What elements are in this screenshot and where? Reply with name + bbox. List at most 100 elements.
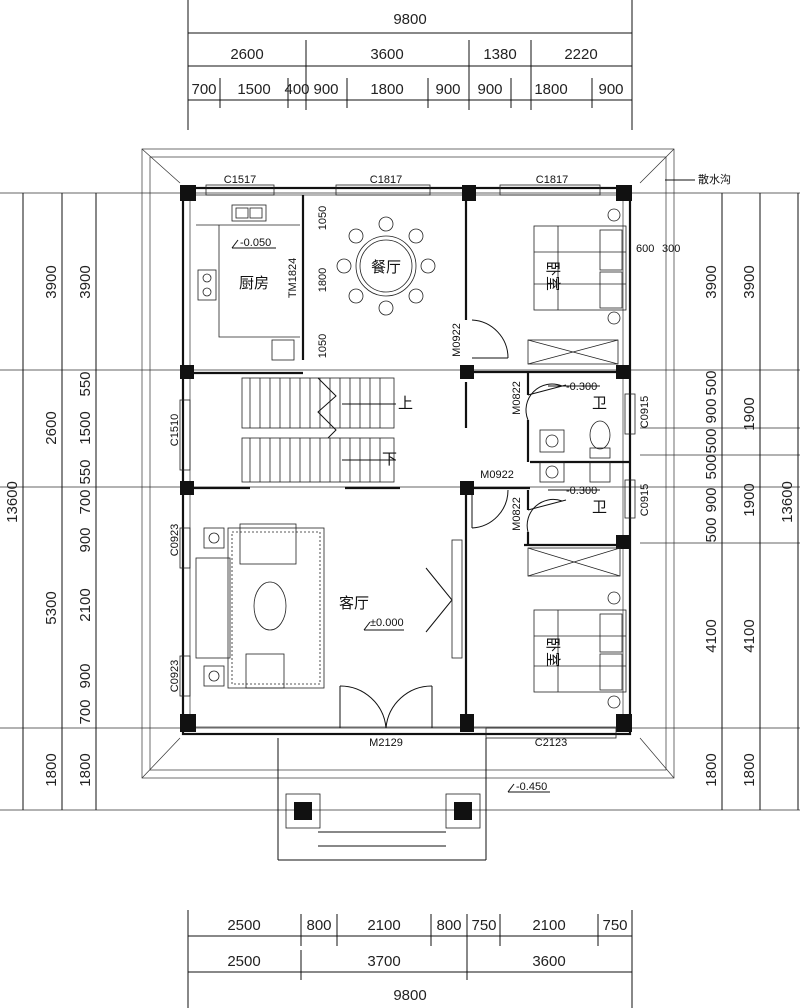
- dim-right-inner: 4100: [703, 619, 720, 652]
- label-m0822: M0822: [511, 497, 523, 531]
- label-m2129: M2129: [369, 737, 403, 749]
- label-m0822: M0822: [511, 381, 523, 415]
- dim-right-outer: 1900: [741, 483, 758, 516]
- drain-label: 散水沟: [698, 172, 731, 186]
- dim-right-outer: 3900: [741, 265, 758, 298]
- room-dining: 餐厅: [371, 258, 401, 276]
- bedroom-top: 卧室: [527, 208, 627, 365]
- label-c0923: C0923: [169, 660, 181, 692]
- dim-right-outer: 1800: [741, 753, 758, 786]
- level-living: ±0.000: [370, 617, 404, 629]
- dim-right-inner: 500: [703, 454, 720, 479]
- dim-left-inner: 900: [77, 663, 94, 688]
- dim-left-inner: 550: [77, 371, 94, 396]
- drain-outline: 散水沟: [141, 148, 731, 779]
- stair-down-label: 下: [382, 450, 397, 468]
- label-c0915: C0915: [639, 396, 651, 428]
- bathroom-1: -0.300 卫: [539, 381, 611, 459]
- level-outdoor: -0.450: [516, 781, 547, 793]
- label-c2123: C2123: [535, 737, 567, 749]
- dim-top-1: 2600: [230, 46, 263, 63]
- dim-left-outer: 1800: [43, 753, 60, 786]
- dim-right-total: 13600: [779, 481, 796, 523]
- dim-right-inner: 900: [703, 398, 720, 423]
- left-dimensions: 13600 3900 2600 5300 1800 3900 550 1500 …: [4, 193, 97, 810]
- room-bath2: 卫: [592, 498, 607, 516]
- dim-bottom-1: 800: [306, 917, 331, 934]
- dim-right-misc: 600: [636, 243, 654, 255]
- label-c0923: C0923: [169, 524, 181, 556]
- room-kitchen: 厨房: [239, 274, 269, 292]
- dim-left-inner: 1800: [77, 753, 94, 786]
- dim-left-inner: 2100: [77, 588, 94, 621]
- dim-top-total: 9800: [393, 11, 426, 28]
- doors: [339, 319, 567, 729]
- dim-left-total: 13600: [4, 481, 21, 523]
- dim-bottom-2: 3700: [367, 953, 400, 970]
- dim-bottom-1: 2100: [367, 917, 400, 934]
- dim-left-outer: 3900: [43, 265, 60, 298]
- label-1050: 1050: [317, 206, 329, 230]
- interior-walls: [190, 195, 630, 730]
- dim-bottom-1: 800: [436, 917, 461, 934]
- dim-left-inner: 700: [77, 489, 94, 514]
- dim-top-2: 900: [598, 81, 623, 98]
- bottom-dimensions: 2500 800 2100 800 750 2100 750 2500 3700…: [187, 910, 633, 1008]
- dim-top-2: 900: [313, 81, 338, 98]
- label-c1517: C1517: [224, 174, 256, 186]
- dining: 餐厅: [336, 216, 436, 316]
- dim-top-2: 900: [477, 81, 502, 98]
- stairs: 上 下: [241, 377, 413, 483]
- dim-bottom-1: 750: [602, 917, 627, 934]
- dim-top-2: 900: [435, 81, 460, 98]
- label-c1817: C1817: [536, 174, 568, 186]
- dim-left-inner: 700: [77, 699, 94, 724]
- dim-left-inner: 550: [77, 459, 94, 484]
- bedroom-bottom: 卧室: [527, 547, 627, 709]
- dim-bottom-2: 2500: [227, 953, 260, 970]
- top-dimensions: 9800 2600 3600 1380 2220 700 1500 400 90…: [187, 0, 633, 130]
- dim-right-inner: 3900: [703, 265, 720, 298]
- bathroom-2: -0.300 卫: [539, 461, 611, 516]
- kitchen: -0.050 厨房: [196, 204, 300, 361]
- dim-right-misc: 300: [662, 243, 680, 255]
- dim-left-inner: 3900: [77, 265, 94, 298]
- room-bedroom-bottom: 卧室: [544, 637, 562, 667]
- label-m0922: M0922: [451, 323, 463, 357]
- dim-right-inner: 500: [703, 517, 720, 542]
- label-c1817: C1817: [370, 174, 402, 186]
- room-living: 客厅: [339, 594, 369, 612]
- level-bath1: -0.300: [566, 381, 597, 393]
- dim-top-2: 700: [191, 81, 216, 98]
- dim-bottom-1: 750: [471, 917, 496, 934]
- dim-bottom-1: 2500: [227, 917, 260, 934]
- label-1050: 1050: [317, 334, 329, 358]
- dim-top-2: 400: [284, 81, 309, 98]
- label-m0922: M0922: [480, 469, 514, 481]
- dim-top-1: 1380: [483, 46, 516, 63]
- label-tm1824: TM1824: [287, 258, 299, 298]
- dim-left-inner: 1500: [77, 411, 94, 444]
- label-c0915: C0915: [639, 484, 651, 516]
- dim-top-1: 2220: [564, 46, 597, 63]
- dim-right-inner: 500: [703, 370, 720, 395]
- level-bath2: -0.300: [566, 485, 597, 497]
- living-room: ±0.000 客厅: [195, 523, 463, 689]
- room-bedroom-top: 卧室: [544, 261, 562, 291]
- dim-right-inner: 900: [703, 487, 720, 512]
- label-1800: 1800: [317, 268, 329, 292]
- stair-up-label: 上: [398, 394, 413, 412]
- dim-bottom-2: 3600: [532, 953, 565, 970]
- level-kitchen: -0.050: [240, 237, 271, 249]
- dim-top-1: 3600: [370, 46, 403, 63]
- opening-labels: C1517 C1817 C1817 TM1824 1050 1800 1050 …: [169, 174, 651, 749]
- dim-bottom-total: 9800: [393, 987, 426, 1004]
- right-dimensions: 3900 500 900 500 500 900 500 4100 1800 3…: [636, 193, 799, 810]
- dim-right-inner: 1800: [703, 753, 720, 786]
- dim-right-outer: 4100: [741, 619, 758, 652]
- dim-left-inner: 900: [77, 527, 94, 552]
- dim-top-2: 1800: [370, 81, 403, 98]
- label-c1510: C1510: [169, 414, 181, 446]
- dim-bottom-1: 2100: [532, 917, 565, 934]
